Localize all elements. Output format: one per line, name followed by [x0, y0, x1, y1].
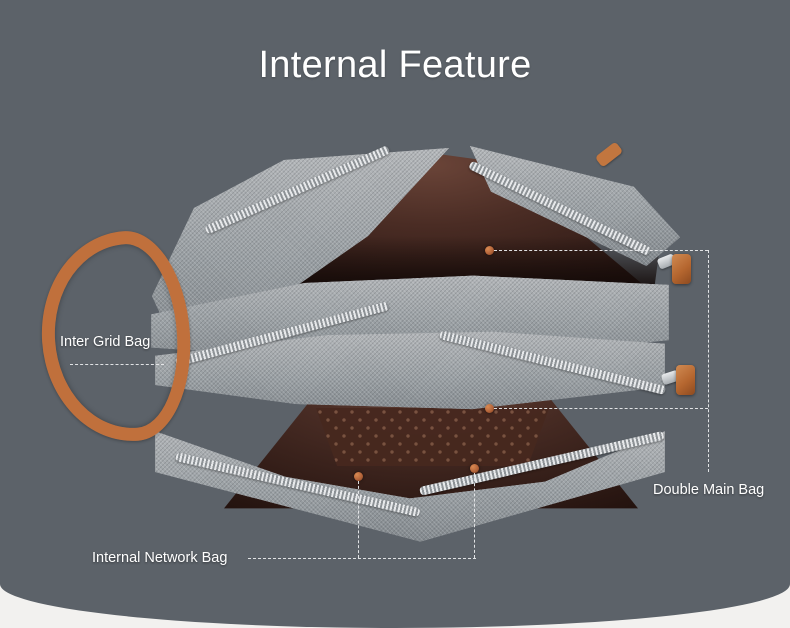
marker-dot-network-left [354, 472, 363, 481]
marker-dot-double-main-lower [485, 404, 494, 413]
leader-line-double-main-vertical [708, 250, 709, 472]
leader-line-double-main-lower [494, 408, 708, 409]
page-title: Internal Feature [258, 44, 532, 86]
callout-label-inter-grid-bag: Inter Grid Bag [60, 334, 151, 350]
leader-line-inter-grid-bag [70, 364, 164, 365]
callout-label-internal-network-bag: Internal Network Bag [92, 550, 228, 566]
marker-dot-double-main-upper [485, 246, 494, 255]
callout-label-double-main-bag: Double Main Bag [653, 482, 765, 498]
mesh-network-pocket [315, 408, 550, 466]
leader-line-double-main-upper [494, 250, 708, 251]
zipper-pull-tab-lower [676, 365, 695, 395]
marker-dot-network-right [470, 464, 479, 473]
leather-strap-end [594, 141, 624, 168]
zipper-pull-tab-upper [672, 254, 691, 284]
leader-line-network-left [358, 481, 359, 558]
leader-line-network-horizontal [248, 558, 476, 559]
leader-line-network-right [474, 473, 475, 558]
